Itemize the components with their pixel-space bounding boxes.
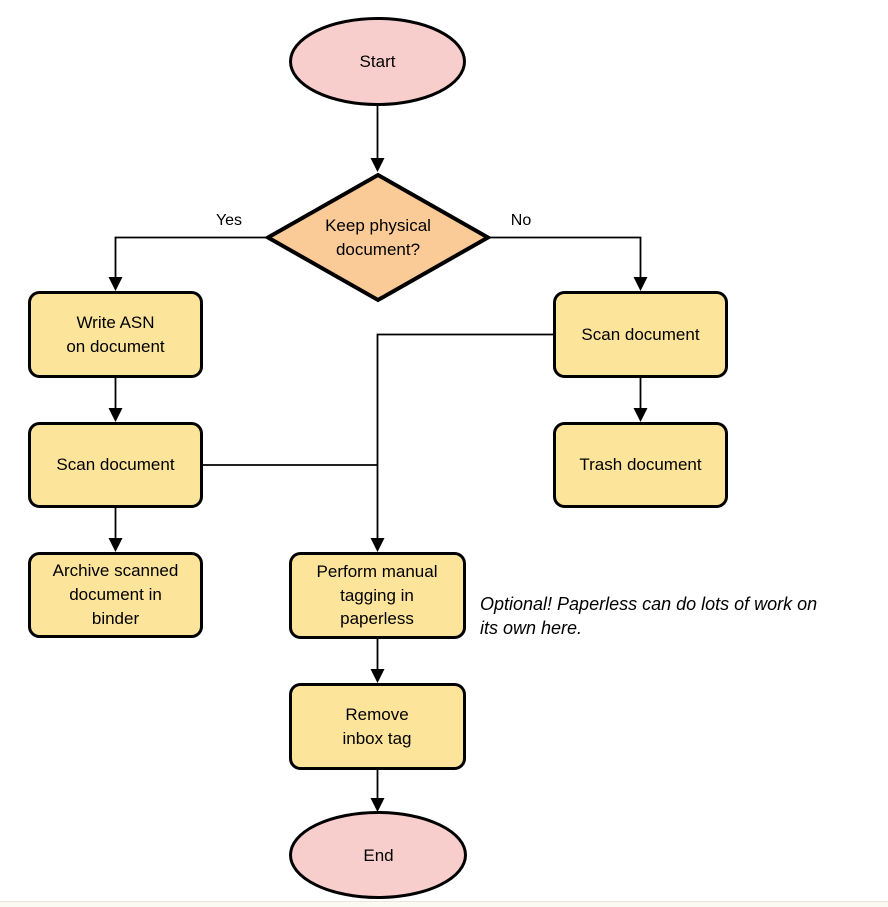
archive-node — [28, 552, 203, 638]
trash-node — [553, 422, 728, 508]
scan-left-node-label: Scan document — [56, 455, 175, 475]
connector-layer — [108, 106, 648, 812]
edge-decision-yes — [108, 236, 266, 291]
window-bottom-edge — [0, 901, 888, 907]
scan-left-node — [28, 422, 203, 508]
remove-inbox-node — [289, 683, 466, 770]
write-asn-node — [28, 291, 203, 378]
no-edge-label: No — [510, 212, 532, 229]
edge-decision-no — [490, 236, 648, 291]
start-node-label: Start — [359, 51, 396, 71]
trash-node-label: Trash document — [579, 455, 702, 475]
tagging-node — [289, 552, 466, 639]
end-node — [289, 811, 467, 899]
remove-inbox-node-label: Remove inbox tag — [342, 704, 412, 748]
write-asn-node-label: Write ASN on document — [66, 312, 165, 356]
end-node-label: End — [363, 845, 394, 865]
decision-node-label: Keep physical document? — [325, 215, 431, 259]
tagging-node-label: Perform manual tagging in paperless — [316, 561, 438, 629]
decision-node — [263, 172, 493, 303]
edge-scanright-to-tagging — [370, 333, 554, 552]
start-node — [289, 17, 466, 106]
optional-note: Optional! Paperless can do lots of work … — [480, 594, 818, 639]
archive-node-label: Archive scanned document in binder — [52, 561, 179, 628]
scan-right-node — [553, 291, 728, 378]
yes-edge-label: Yes — [215, 212, 243, 229]
scan-right-node-label: Scan document — [581, 324, 700, 344]
